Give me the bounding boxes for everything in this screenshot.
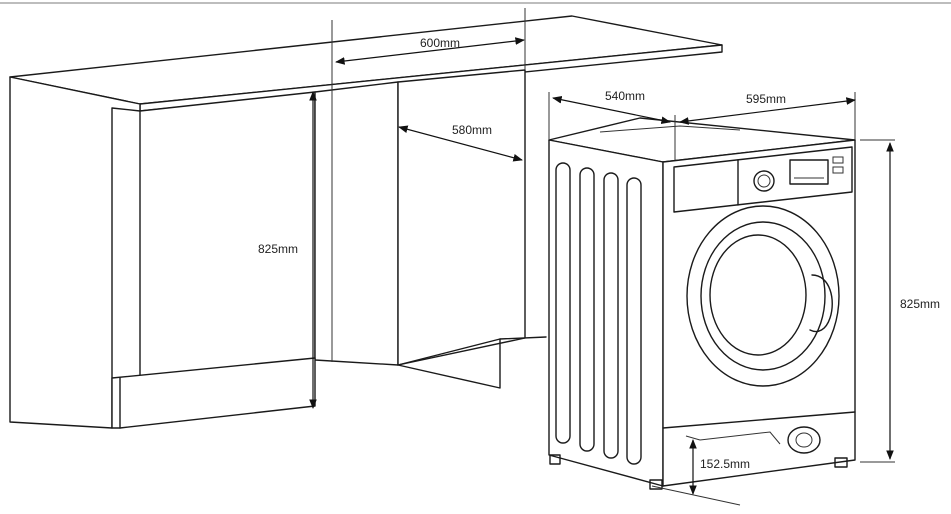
machine-width-arrow bbox=[679, 97, 856, 125]
hose-detail bbox=[685, 435, 701, 441]
cabinet-height-dimension: 825mm bbox=[258, 91, 317, 409]
plinth-extension-line bbox=[651, 485, 741, 506]
program-dial-inner bbox=[757, 174, 771, 188]
machine-depth-arrow bbox=[552, 95, 671, 125]
recess-side-wall bbox=[314, 81, 399, 366]
cabinet-height-label: 825mm bbox=[258, 242, 298, 256]
cabinet-depth-label: 580mm bbox=[452, 123, 492, 137]
machine-foot bbox=[549, 454, 561, 465]
cabinet-width-arrow bbox=[335, 37, 525, 65]
machine-height-label: 825mm bbox=[900, 297, 940, 311]
machine-height-dimension: 825mm bbox=[860, 139, 940, 463]
washing-machine bbox=[548, 92, 856, 490]
pump-filter-icon bbox=[787, 426, 821, 454]
cabinet-plinth bbox=[111, 357, 316, 429]
display-panel bbox=[789, 159, 829, 185]
door-glass bbox=[709, 234, 807, 356]
side-rib bbox=[555, 162, 571, 444]
plinth-top-line bbox=[662, 411, 856, 429]
cabinet-width-label: 600mm bbox=[420, 36, 460, 50]
side-rib bbox=[603, 172, 619, 459]
machine-depth-dimension: 540mm bbox=[552, 89, 671, 125]
side-rib bbox=[579, 167, 595, 452]
filter-cover bbox=[699, 431, 781, 445]
control-panel bbox=[673, 146, 853, 213]
machine-side-panel bbox=[548, 139, 664, 487]
cabinet-depth-arrow bbox=[398, 125, 523, 162]
machine-width-dimension: 595mm bbox=[679, 92, 856, 125]
machine-width-label: 595mm bbox=[746, 92, 786, 106]
door-outer-ring bbox=[686, 205, 840, 387]
recess-back-wall bbox=[397, 69, 526, 366]
side-rib bbox=[626, 177, 642, 465]
cabinet-door-front bbox=[139, 91, 316, 379]
machine-depth-label: 540mm bbox=[605, 89, 645, 103]
machine-front-panel bbox=[662, 139, 856, 487]
machine-foot bbox=[834, 457, 848, 468]
door-middle-ring bbox=[700, 221, 826, 371]
recess-floor-edge bbox=[499, 336, 547, 340]
machine-foot bbox=[649, 479, 663, 490]
control-button bbox=[832, 156, 844, 164]
recess-floor-step bbox=[397, 338, 501, 389]
cabinet-end-panel bbox=[9, 76, 141, 429]
control-button bbox=[832, 166, 844, 174]
program-dial-icon bbox=[753, 170, 775, 192]
cabinet-width-dimension: 600mm bbox=[335, 36, 525, 65]
plinth-height-label: 152.5mm bbox=[700, 457, 750, 471]
door-handle bbox=[809, 274, 833, 333]
pump-filter-inner bbox=[795, 432, 813, 448]
top-detail-line bbox=[599, 125, 741, 133]
cabinet-depth-dimension: 580mm bbox=[398, 123, 523, 162]
plinth-height-dimension: 152.5mm bbox=[651, 439, 750, 506]
